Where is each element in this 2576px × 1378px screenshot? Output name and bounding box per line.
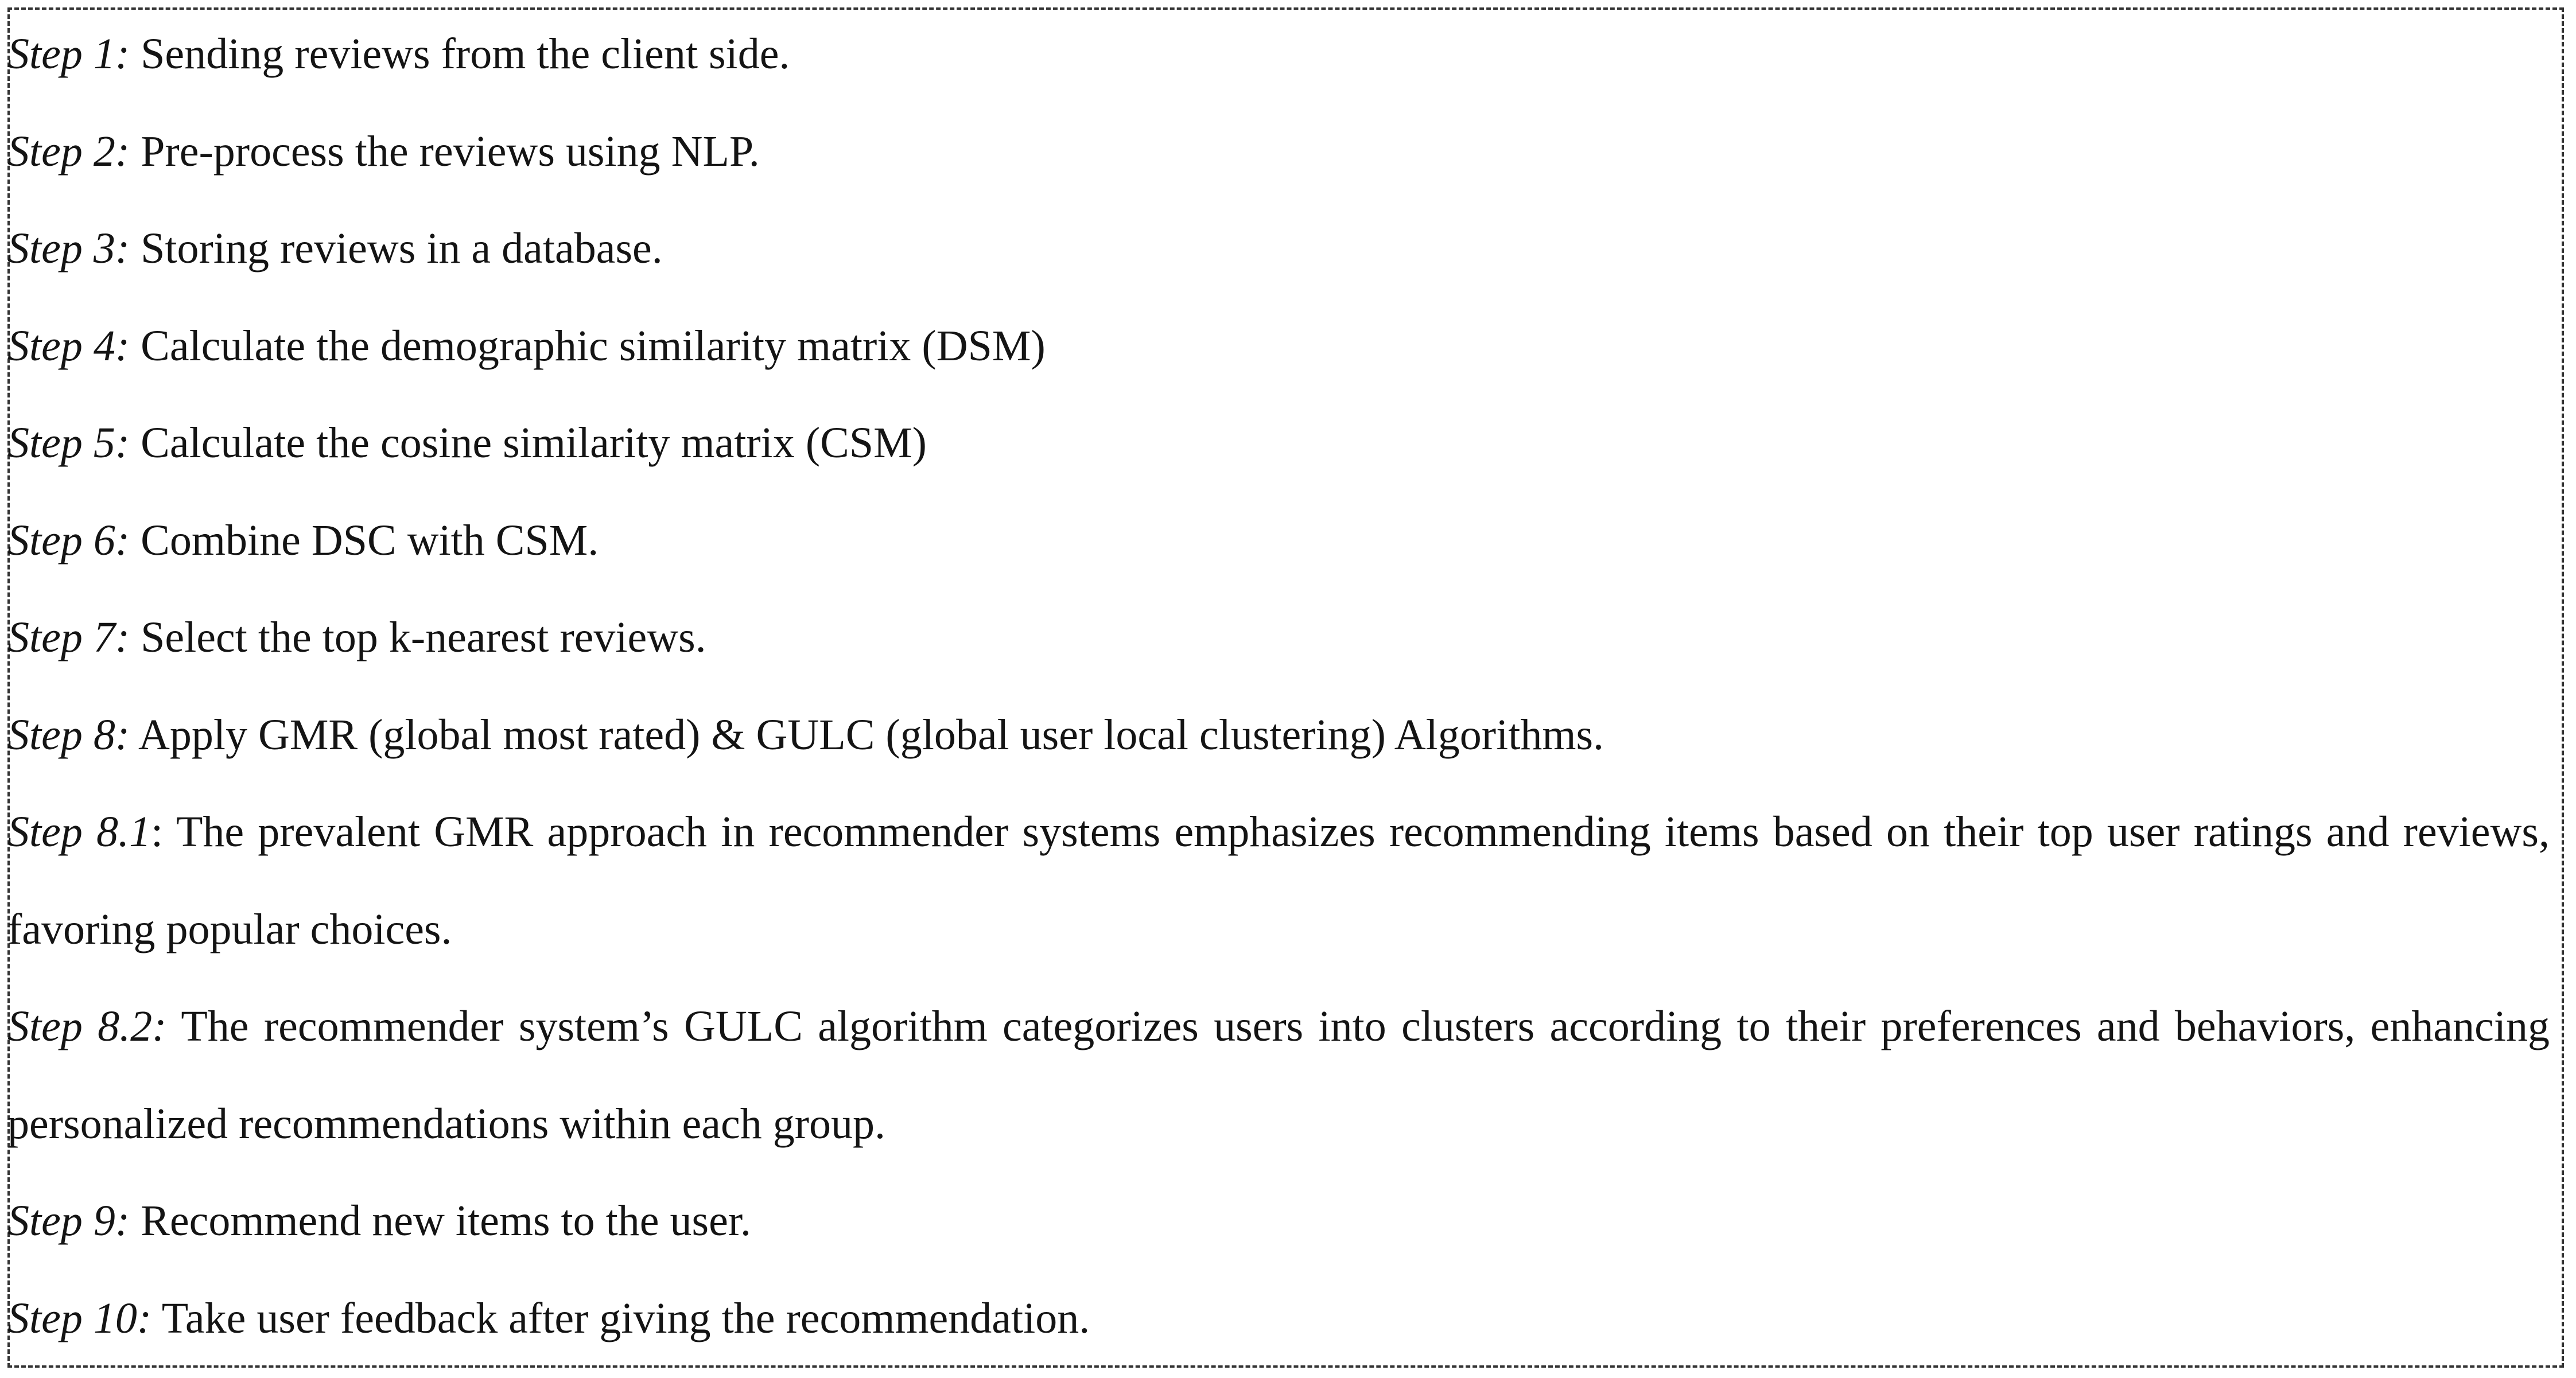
step-text: Combine DSC with CSM. — [130, 516, 599, 565]
step-label: Step 6: — [7, 516, 130, 565]
step-8-2: Step 8.2: The recommender system’s GULC … — [7, 978, 2550, 1173]
step-label: Step 10: — [7, 1294, 152, 1342]
step-text: Apply GMR (global most rated) & GULC (gl… — [130, 710, 1604, 759]
step-label: Step 7: — [7, 613, 130, 661]
step-text: Calculate the demographic similarity mat… — [130, 321, 1046, 370]
step-8: Step 8: Apply GMR (global most rated) & … — [7, 687, 2550, 784]
step-text: Take user feedback after giving the reco… — [151, 1294, 1090, 1342]
step-text: Calculate the cosine similarity matrix (… — [130, 419, 927, 467]
step-10: Step 10: Take user feedback after giving… — [7, 1270, 2550, 1368]
step-2: Step 2: Pre-process the reviews using NL… — [7, 103, 2550, 201]
algorithm-box — [7, 7, 2564, 1368]
step-text: The recommender system’s GULC algorithm … — [7, 1002, 2550, 1148]
step-8-1: Step 8.1: The prevalent GMR approach in … — [7, 784, 2550, 978]
step-label: Step 1: — [7, 30, 130, 78]
step-label: Step 8: — [7, 710, 130, 759]
step-text: Sending reviews from the client side. — [130, 30, 790, 78]
step-7: Step 7: Select the top k-nearest reviews… — [7, 589, 2550, 687]
step-label: Step 9: — [7, 1197, 130, 1245]
step-text: Recommend new items to the user. — [130, 1197, 751, 1245]
step-3: Step 3: Storing reviews in a database. — [7, 200, 2550, 298]
step-label: Step 5: — [7, 419, 130, 467]
step-label: Step 8.2: — [7, 1002, 167, 1050]
step-label: Step 2: — [7, 127, 130, 176]
step-text: Select the top k-nearest reviews. — [130, 613, 706, 661]
step-label: Step 3: — [7, 224, 130, 273]
step-text: Pre-process the reviews using NLP. — [130, 127, 760, 176]
algorithm-steps: Step 1: Sending reviews from the client … — [7, 6, 2550, 1367]
step-9: Step 9: Recommend new items to the user. — [7, 1173, 2550, 1270]
step-label: Step 8.1 — [7, 808, 151, 856]
step-text: : The prevalent GMR approach in recommen… — [7, 808, 2550, 953]
step-1: Step 1: Sending reviews from the client … — [7, 6, 2550, 103]
step-6: Step 6: Combine DSC with CSM. — [7, 492, 2550, 590]
step-5: Step 5: Calculate the cosine similarity … — [7, 395, 2550, 492]
step-label: Step 4: — [7, 321, 130, 370]
step-text: Storing reviews in a database. — [130, 224, 663, 273]
step-4: Step 4: Calculate the demographic simila… — [7, 298, 2550, 395]
